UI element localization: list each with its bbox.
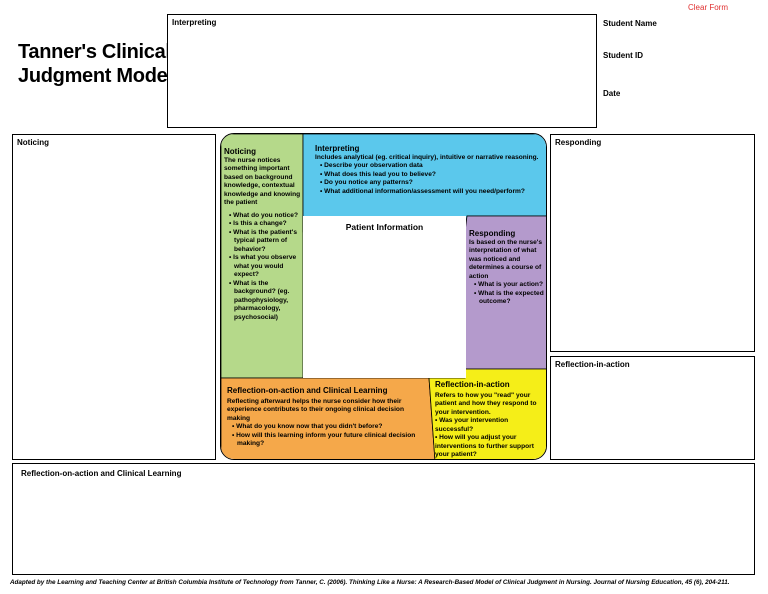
noticing-field[interactable]: Noticing	[12, 134, 216, 460]
responding-field-label: Responding	[555, 138, 602, 147]
interpreting-field-label: Interpreting	[172, 18, 217, 27]
reflection-on-action-region: Reflection-on-action and Clinical Learni…	[227, 386, 427, 449]
footer-citation: Adapted by the Learning and Teaching Cen…	[10, 579, 730, 586]
responding-text: Is based on the nurse's interpretation o…	[469, 238, 543, 280]
noticing-title: Noticing	[224, 147, 256, 156]
responding-region: Responding Is based on the nurse's inter…	[469, 229, 546, 307]
title-line-1: Tanner's Clinical	[18, 41, 171, 63]
date-label: Date	[603, 89, 621, 98]
interpreting-item: Describe your observation data	[324, 162, 543, 171]
reflection-in-action-title: Reflection-in-action	[435, 380, 510, 389]
student-name-label: Student Name	[603, 19, 657, 28]
student-id-input[interactable]	[660, 48, 760, 62]
noticing-item: Is what you observe what you would expec…	[233, 254, 302, 280]
student-id-label: Student ID	[603, 51, 643, 60]
noticing-item: What is the background? (eg. pathophysio…	[233, 280, 302, 323]
interpreting-field[interactable]: Interpreting	[167, 14, 597, 128]
interpreting-title: Interpreting	[315, 144, 360, 153]
reflection-on-action-field[interactable]: Reflection-on-action and Clinical Learni…	[12, 463, 755, 575]
interpreting-item: Do you notice any patterns?	[324, 179, 543, 188]
reflection-in-action-text: Refers to how you "read" your patient an…	[435, 391, 537, 416]
patient-information-label: Patient Information	[345, 222, 424, 232]
clinical-judgment-diagram: Noticing The nurse notices something imp…	[220, 133, 547, 460]
responding-title: Responding	[469, 229, 516, 238]
reflection-on-action-field-label: Reflection-on-action and Clinical Learni…	[21, 469, 182, 478]
noticing-field-label: Noticing	[17, 138, 49, 147]
clear-form-button[interactable]: Clear Form	[688, 3, 729, 12]
interpreting-text: Includes analytical (eg. critical inquir…	[315, 153, 539, 161]
reflection-on-action-text: Reflecting afterward helps the nurse con…	[227, 397, 404, 422]
reflection-in-action-item: How will you adjust your interventions t…	[435, 434, 545, 459]
noticing-region: Noticing The nurse notices something imp…	[224, 147, 302, 323]
title-line-2: Judgment Model	[18, 65, 173, 87]
noticing-item: Is this a change?	[233, 220, 302, 229]
student-name-input[interactable]	[660, 16, 760, 30]
patient-information-box	[303, 216, 466, 378]
reflection-on-action-title: Reflection-on-action and Clinical Learni…	[227, 386, 388, 395]
noticing-item: What is the patient's typical pattern of…	[233, 229, 302, 255]
responding-item: What is your action?	[478, 281, 546, 290]
noticing-item: What do you notice?	[233, 212, 302, 221]
noticing-text: The nurse notices something important ba…	[224, 156, 301, 207]
interpreting-region: Interpreting Includes analytical (eg. cr…	[315, 144, 543, 197]
reflection-on-action-item: What do you know now that you didn't bef…	[236, 423, 427, 432]
interpreting-item: What additional information/assessment w…	[324, 188, 543, 197]
responding-field[interactable]: Responding	[550, 134, 755, 352]
reflection-in-action-region: Reflection-in-action Refers to how you "…	[435, 380, 545, 459]
page-title: Tanner's Clinical Judgment Model	[18, 40, 173, 88]
reflection-on-action-item: How will this learning inform your futur…	[236, 432, 427, 449]
reflection-in-action-field-label: Reflection-in-action	[555, 360, 630, 369]
reflection-in-action-item: Was your intervention successful?	[435, 417, 545, 434]
responding-item: What is the expected outcome?	[478, 290, 546, 307]
date-input[interactable]	[660, 86, 760, 100]
interpreting-item: What does this lead you to believe?	[324, 171, 543, 180]
reflection-in-action-field[interactable]: Reflection-in-action	[550, 356, 755, 460]
